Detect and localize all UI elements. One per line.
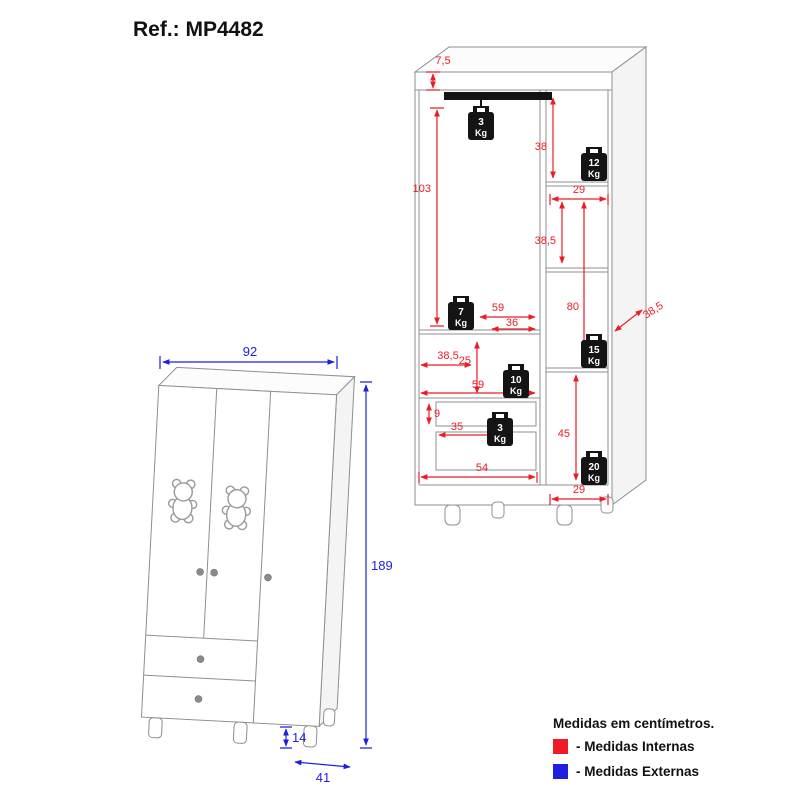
weight-value: 20 (588, 462, 600, 473)
weight-value: 10 (510, 375, 522, 386)
weight-unit: Kg (588, 473, 600, 483)
wardrobe-front-face (140, 384, 338, 727)
dim-bottom-drawer-width: 54 (418, 462, 538, 483)
door-divider-2 (252, 391, 272, 723)
dim-label: 41 (316, 770, 330, 785)
drawer-area-top (145, 634, 258, 642)
legend: Medidas em centímetros. - Medidas Intern… (553, 716, 714, 789)
dim-drawer-height: 9 (426, 403, 440, 425)
wardrobe-foot (232, 721, 248, 744)
dim-lower-height: 45 (558, 374, 579, 481)
weight-unit: Kg (475, 128, 487, 138)
weight-unit: Kg (588, 356, 600, 366)
dim-foot-height: 14 (280, 726, 306, 749)
dim-mid-height: 25 (459, 341, 480, 394)
weight-rod-icon: 3 Kg (468, 106, 494, 140)
dim-label: 92 (243, 344, 257, 359)
legend-internal-label: - Medidas Internas (576, 739, 695, 754)
dim-label: 80 (567, 301, 579, 313)
cabinet-foot (556, 504, 573, 526)
drawer-2-knob (194, 695, 203, 703)
drawer-1-box (435, 401, 537, 427)
dim-hang-inner-width: 36 (491, 317, 536, 332)
dim-label: 45 (558, 428, 570, 440)
middle-door-knob (210, 568, 218, 577)
dim-label: 59 (492, 302, 504, 314)
weight-right-shelf-icon: 15 Kg (581, 334, 607, 368)
weight-value: 7 (458, 307, 464, 318)
weight-mid-shelf-icon: 10 Kg (503, 364, 529, 398)
legend-item-internal: - Medidas Internas (553, 739, 714, 754)
weight-value: 3 (478, 117, 484, 128)
dim-column-height: 80 (567, 201, 587, 364)
wardrobe-foot (148, 717, 163, 739)
dim-shelf2-height: 38,5 (535, 201, 565, 264)
dim-shelf1-height: 38 (535, 97, 556, 179)
weight-value: 3 (497, 423, 503, 434)
dim-base-width: 29 (549, 484, 609, 505)
dim-label: 38 (535, 141, 547, 153)
dim-external-height: 189 (360, 381, 393, 749)
dim-label: 103 (413, 183, 431, 195)
teddy-bear-cutout-left (167, 478, 198, 524)
dim-label: 59 (472, 379, 484, 391)
dim-label: 25 (459, 355, 471, 367)
dim-label: 38,5 (437, 350, 458, 362)
dim-top-panel: 7,5 (426, 55, 451, 91)
internal-measures-swatch (553, 739, 568, 754)
right-door-knob (264, 573, 272, 582)
dim-label: 38,5 (535, 235, 556, 247)
cabinet-foot (444, 504, 461, 526)
dim-label: 35 (451, 421, 463, 433)
dim-label: 14 (292, 730, 306, 745)
drawer-1-knob (196, 655, 205, 663)
weight-hang-area-icon: 7 Kg (448, 296, 474, 330)
hanging-rod (444, 92, 552, 100)
dim-label: 29 (573, 184, 585, 196)
dim-external-depth: 41 (294, 759, 351, 785)
wardrobe-internal-diagram: 7,5 103 38 29 38,5 80 (413, 46, 666, 526)
dim-hang-width: 59 (479, 302, 536, 320)
drawer-separator (143, 674, 256, 682)
weight-unit: Kg (510, 386, 522, 396)
weight-top-shelf-icon: 12 Kg (581, 147, 607, 181)
weight-unit: Kg (588, 169, 600, 179)
weight-value: 12 (588, 158, 600, 169)
dim-external-width: 92 (159, 344, 338, 369)
weight-unit: Kg (455, 318, 467, 328)
wardrobe-foot (302, 725, 318, 748)
wardrobe-external-diagram: 92 189 14 41 (140, 344, 393, 785)
dim-hanging-height: 103 (413, 107, 444, 327)
dim-label: 54 (476, 462, 488, 474)
dim-label: 189 (371, 558, 393, 573)
left-door-knob (196, 568, 204, 576)
dim-label: 36 (506, 317, 518, 329)
drawer-2-box (435, 431, 537, 471)
legend-heading: Medidas em centímetros. (553, 716, 715, 731)
dim-label: 7,5 (435, 55, 450, 67)
dim-mid-depth: 38,5 (420, 350, 472, 368)
weight-unit: Kg (494, 434, 506, 444)
weight-drawer-icon: 3 Kg (487, 412, 513, 446)
dim-label: 9 (434, 408, 440, 420)
door-divider-1 (203, 388, 218, 639)
cabinet-foot (491, 501, 505, 519)
wardrobe-foot (322, 708, 336, 727)
weight-value: 15 (588, 345, 600, 356)
dim-label: 29 (573, 484, 585, 496)
legend-item-external: - Medidas Externas (553, 764, 714, 779)
wardrobe-body (140, 366, 356, 748)
teddy-bear-cutout-middle (221, 485, 252, 531)
cabinet-side-face (611, 46, 647, 506)
weight-bottom-shelf-icon: 20 Kg (581, 451, 607, 485)
dim-shelf1-width: 29 (549, 184, 609, 205)
product-reference: Ref.: MP4482 (133, 18, 264, 41)
external-measures-swatch (553, 764, 568, 779)
legend-external-label: - Medidas Externas (576, 764, 700, 779)
